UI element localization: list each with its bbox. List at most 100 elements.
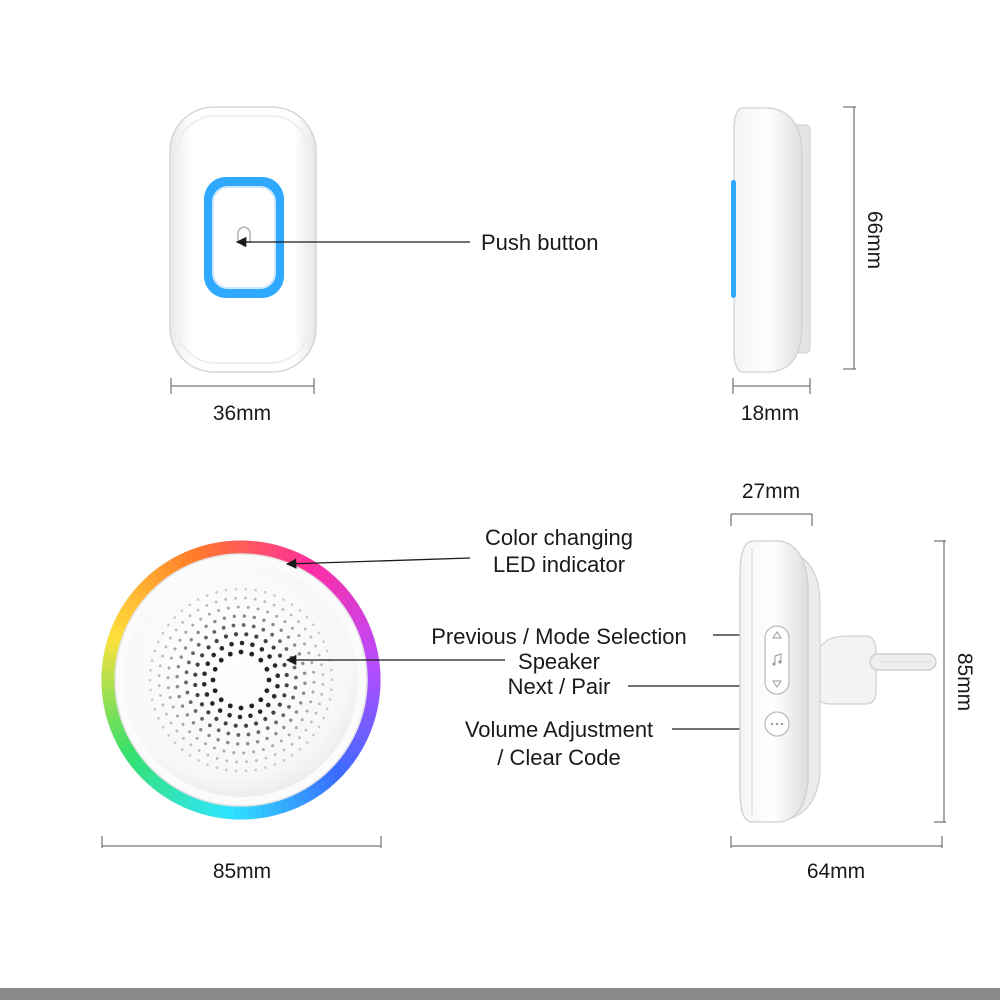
transmitter-width-label: 36mm: [213, 402, 271, 425]
speaker-hole: [322, 717, 325, 720]
volume-button[interactable]: [765, 712, 789, 736]
speaker-hole: [206, 594, 209, 597]
speaker-hole: [170, 722, 173, 725]
speaker-hole: [287, 635, 290, 638]
speaker-hole: [255, 768, 258, 771]
speaker-hole: [219, 697, 224, 702]
speaker-hole: [298, 634, 301, 637]
speaker-hole: [290, 614, 293, 617]
receiver-diameter-label: 85mm: [213, 860, 271, 883]
speaker-hole: [298, 736, 301, 739]
volume-label-line1: Volume Adjustment: [465, 717, 653, 742]
speaker-hole: [175, 675, 178, 678]
speaker-hole: [228, 652, 233, 657]
speaker-hole: [249, 703, 254, 708]
speaker-hole: [275, 673, 280, 678]
receiver-height-label: 85mm: [953, 653, 976, 711]
speaker-hole: [330, 688, 333, 691]
speaker-hole: [236, 742, 239, 745]
speaker-hole: [235, 760, 238, 763]
speaker-hole: [162, 632, 165, 635]
speaker-hole: [169, 637, 172, 640]
speaker-hole: [254, 721, 258, 725]
speaker-hole: [220, 646, 225, 651]
speaker-hole: [200, 653, 204, 657]
speaker-hole: [273, 663, 278, 668]
speaker-hole: [151, 659, 154, 662]
speaker-hole: [307, 651, 310, 654]
speaker-hole: [181, 609, 184, 612]
speaker-hole: [182, 723, 185, 726]
speaker-hole: [255, 759, 258, 762]
speaker-hole: [225, 769, 228, 772]
speaker-hole: [271, 623, 274, 626]
dots-icon: [771, 723, 783, 725]
speaker-hole: [162, 726, 165, 729]
speaker-hole: [282, 726, 285, 729]
speaker-hole: [246, 742, 249, 745]
speaker-hole: [244, 597, 247, 600]
speaker-hole: [176, 685, 179, 688]
speaker-hole: [299, 609, 302, 612]
receiver-front: [101, 540, 381, 820]
speaker-hole: [293, 643, 296, 646]
speaker-hole: [175, 628, 178, 631]
speaker-hole: [206, 645, 210, 649]
speaker-hole: [244, 724, 248, 728]
speaker-hole: [177, 665, 180, 668]
speaker-hole: [272, 694, 277, 699]
speaker-hole: [180, 655, 183, 658]
speaker-hole: [294, 676, 298, 680]
speaker-hole: [258, 697, 263, 702]
push-button[interactable]: [204, 177, 284, 298]
speaker-hole: [278, 639, 282, 643]
speaker-hole: [326, 708, 329, 711]
speaker-hole: [247, 733, 251, 737]
speaker-hole: [330, 669, 333, 672]
speaker-hole: [306, 616, 309, 619]
speaker-hole: [198, 749, 201, 752]
speaker-hole: [288, 733, 291, 736]
volume-label-line2: / Clear Code: [497, 745, 621, 770]
speaker-hole: [278, 703, 282, 707]
speaker-hole: [273, 604, 276, 607]
speaker-hole: [273, 594, 276, 597]
speaker-hole: [306, 741, 309, 744]
speaker-hole: [189, 754, 192, 757]
speaker-hole: [215, 639, 219, 643]
speaker-hole: [256, 730, 260, 734]
speaker-hole: [185, 670, 189, 674]
speaker-hole: [322, 640, 325, 643]
speaker-hole: [149, 679, 152, 682]
speaker-hole: [169, 696, 172, 699]
speaker-hole: [167, 686, 170, 689]
speaker-hole: [214, 717, 218, 721]
speaker-hole: [178, 639, 181, 642]
speaker-hole: [213, 747, 216, 750]
speaker-hole: [283, 748, 286, 751]
speaker-hole: [213, 688, 218, 693]
speaker-hole: [199, 618, 202, 621]
speaker-hole: [196, 663, 200, 667]
speaker-hole: [289, 656, 293, 660]
speaker-hole: [191, 651, 195, 655]
speaker-hole: [250, 643, 255, 648]
speaker-hole: [222, 749, 225, 752]
speaker-hole: [228, 703, 233, 708]
speaker-hole: [275, 615, 278, 618]
speaker-hole: [306, 710, 309, 713]
speaker-hole: [197, 759, 200, 762]
speaker-hole: [224, 598, 227, 601]
speaker-hole: [216, 766, 219, 769]
speaker-hole: [311, 691, 314, 694]
speaker-hole: [167, 676, 170, 679]
speaker-hole: [188, 730, 191, 733]
speaker-hole: [189, 603, 192, 606]
speaker-hole: [233, 615, 236, 618]
speaker-hole: [258, 709, 263, 714]
speaker-hole: [318, 654, 321, 657]
speaker-hole: [159, 694, 162, 697]
speaker-hole: [315, 712, 318, 715]
speaker-hole: [329, 698, 332, 701]
speaker-hole: [196, 737, 199, 740]
